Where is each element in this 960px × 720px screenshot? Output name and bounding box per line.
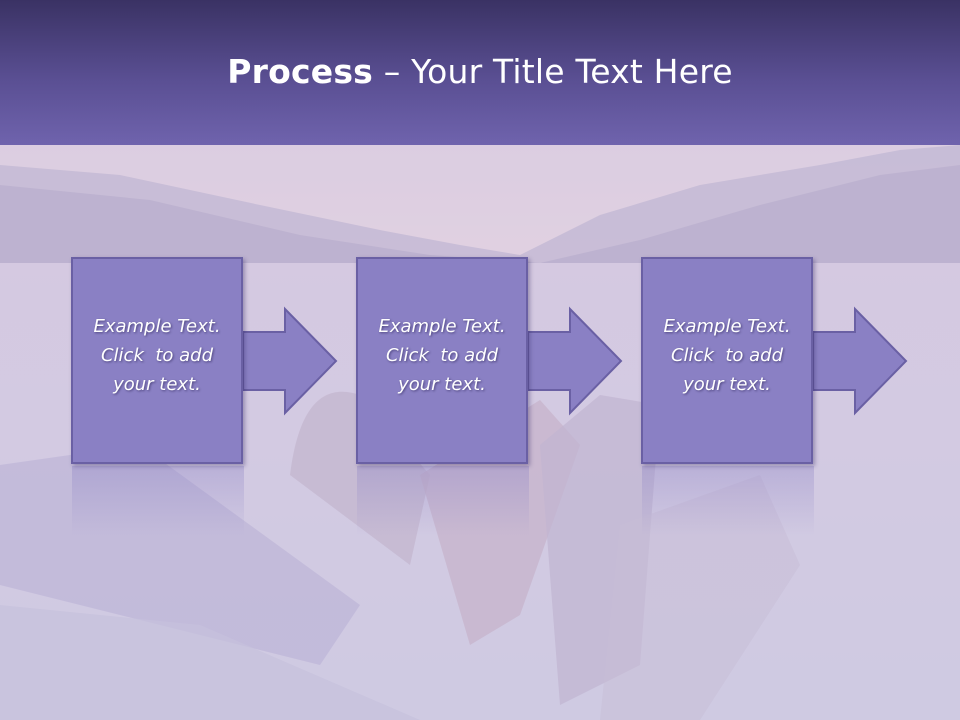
process-step-3[interactable]: Example Text. Click to add your text. (641, 257, 813, 464)
arrow-3 (812, 306, 908, 416)
step-line-3: your text. (398, 374, 486, 395)
box-reflection (642, 466, 814, 536)
step-line-3: your text. (113, 374, 201, 395)
arrow-1 (242, 306, 338, 416)
step-line-3: your text. (683, 374, 771, 395)
step-line-2: Click to add (385, 345, 498, 366)
step-line-2: Click to add (670, 345, 783, 366)
process-step-2[interactable]: Example Text. Click to add your text. (356, 257, 528, 464)
title-bold: Process (227, 52, 374, 91)
step-text[interactable]: Example Text. Click to add your text. (643, 312, 811, 399)
box-reflection (357, 466, 529, 536)
step-line-1: Example Text. (378, 316, 506, 337)
process-step-1[interactable]: Example Text. Click to add your text. (71, 257, 243, 464)
slide-title[interactable]: Process – Your Title Text Here (0, 52, 960, 91)
box-reflection (72, 466, 244, 536)
step-line-2: Click to add (100, 345, 213, 366)
title-bar (0, 0, 960, 145)
step-text[interactable]: Example Text. Click to add your text. (358, 312, 526, 399)
step-text[interactable]: Example Text. Click to add your text. (73, 312, 241, 399)
step-line-1: Example Text. (663, 316, 791, 337)
step-line-1: Example Text. (93, 316, 221, 337)
title-rest: – Your Title Text Here (373, 52, 733, 91)
arrow-2 (527, 306, 623, 416)
